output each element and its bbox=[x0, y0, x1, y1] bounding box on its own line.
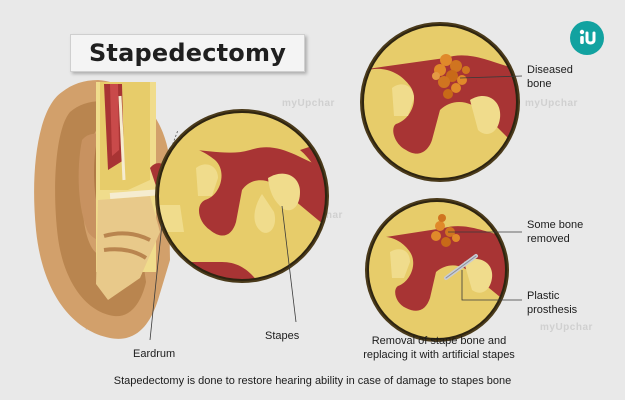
watermark: myUpchar bbox=[540, 322, 593, 333]
middle-ear-closeup bbox=[155, 109, 329, 283]
label-line: Diseased bbox=[527, 64, 573, 76]
watermark: myUpchar bbox=[282, 98, 335, 109]
label-diseased-bone: Diseased bone bbox=[527, 63, 573, 91]
caption-line: Removal of stape bone and bbox=[371, 335, 507, 347]
label-some-bone-removed: Some bone removed bbox=[527, 218, 583, 246]
diseased-bone-cluster bbox=[432, 54, 470, 99]
caption-line: replacing it with artificial stapes bbox=[363, 349, 515, 361]
watermark: myUpchar bbox=[525, 98, 578, 109]
label-line: Plastic bbox=[527, 290, 560, 302]
label-line: bone bbox=[527, 78, 552, 90]
label-line: Some bone bbox=[527, 219, 584, 231]
removal-caption: Removal of stape bone and replacing it w… bbox=[344, 334, 534, 362]
label-stapes: Stapes bbox=[265, 330, 300, 342]
myupchar-logo-icon bbox=[570, 21, 604, 55]
label-eardrum: Eardrum bbox=[133, 348, 176, 360]
label-line: prosthesis bbox=[527, 304, 578, 316]
prosthesis-closeup bbox=[365, 198, 509, 342]
diseased-bone-closeup bbox=[360, 22, 520, 182]
label-plastic-prosthesis: Plastic prosthesis bbox=[527, 289, 577, 317]
title-banner: Stapedectomy bbox=[70, 34, 305, 72]
removed-bone-cluster bbox=[431, 214, 460, 247]
label-line: removed bbox=[527, 233, 570, 245]
logo-glyph bbox=[579, 29, 596, 45]
leader-lines bbox=[149, 75, 523, 341]
page-title: Stapedectomy bbox=[88, 39, 287, 67]
footer-caption: Stapedectomy is done to restore hearing … bbox=[113, 375, 512, 387]
